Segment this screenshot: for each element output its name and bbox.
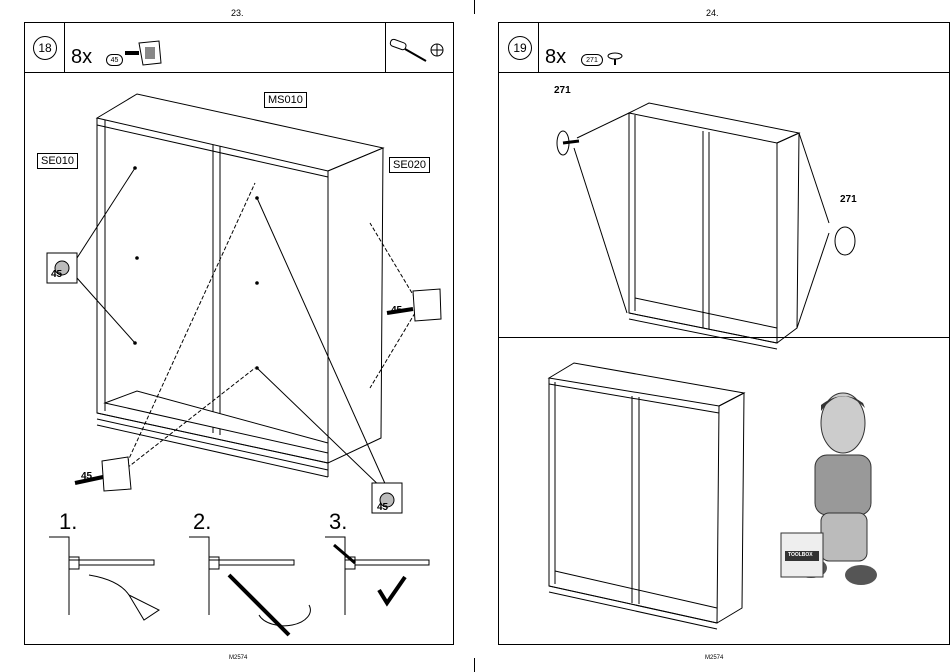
footer-code-right: M2574 [705,655,723,661]
footer-code-left: M2574 [229,655,247,661]
callout-part-45-d: 45 [377,502,388,513]
step-number-badge: 18 [33,36,57,60]
page-divider-bottom [474,658,475,672]
callout-part-45-b: 45 [391,305,402,316]
page-number-left: 23. [231,8,244,18]
toolbox-label: TOOLBOX [788,552,813,558]
bracket-screw-icon [125,39,165,67]
bumper-pad-icon [607,52,623,68]
step-19-header: 19 8x 271 [499,23,950,73]
step-number-badge: 19 [508,36,532,60]
quantity-label: 8x [545,46,566,69]
part-code-badge: 271 [581,54,603,66]
callout-part-45-c: 45 [81,471,92,482]
step-18-header: 18 8x 45 [25,23,453,73]
substep-3: 3. [329,509,347,535]
page-divider-top [474,0,475,14]
substep-diagrams [49,535,449,645]
callout-part-271-b: 271 [840,194,857,205]
handyman-illustration [781,383,901,598]
page-number-right: 24. [706,8,719,18]
label-se010: SE010 [37,153,78,169]
callout-part-271-a: 271 [554,85,571,96]
label-se020: SE020 [389,157,430,173]
quantity-label: 8x [71,46,92,69]
label-ms010: MS010 [264,92,307,108]
part-code-badge: 45 [106,54,123,66]
screwdriver-icon [388,37,448,67]
step-18-panel: 18 8x 45 [24,22,454,645]
substep-2: 2. [193,509,211,535]
wardrobe-bumper-drawing [499,73,950,338]
substep-1: 1. [59,509,77,535]
step-19-panel: 19 8x 271 271 271 [498,22,950,645]
callout-part-45-a: 45 [51,269,62,280]
